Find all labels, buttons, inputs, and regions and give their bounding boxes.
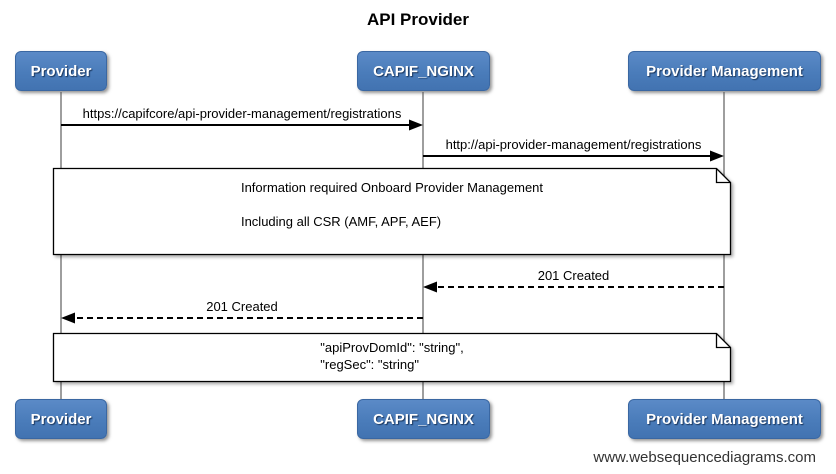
- note-text-block: "apiProvDomId": "string", "regSec": "str…: [320, 339, 463, 373]
- actor-top-capif-nginx: CAPIF_NGINX: [357, 51, 490, 91]
- note-fold-icon: [715, 168, 731, 184]
- note-response-body: "apiProvDomId": "string", "regSec": "str…: [53, 333, 731, 373]
- note-fold-icon: [715, 333, 731, 349]
- actor-top-provider-management: Provider Management: [628, 51, 821, 91]
- diagram-title: API Provider: [366, 10, 470, 29]
- actor-label: Provider: [30, 62, 92, 80]
- actor-top-provider: Provider: [15, 51, 107, 91]
- actor-label: CAPIF_NGINX: [373, 410, 474, 428]
- arrow-201-created-right: [423, 281, 724, 293]
- websequencediagrams-watermark: www.websequencediagrams.com: [593, 449, 816, 466]
- note-onboard-info: Information required Onboard Provider Ma…: [53, 168, 731, 230]
- arrow-registrations-http: [423, 150, 724, 162]
- actor-label: Provider: [30, 410, 92, 428]
- note-shape-onboard-info: [52, 167, 732, 256]
- note-line: "apiProvDomId": "string",: [320, 340, 464, 355]
- actor-label: Provider Management: [646, 62, 803, 80]
- note-line: Information required Onboard Provider Ma…: [240, 180, 544, 195]
- message-arrows: [61, 119, 724, 324]
- message-label-registrations-https: https://capifcore/api-provider-managemen…: [82, 106, 402, 121]
- message-label-201-created-right: 201 Created: [537, 268, 610, 283]
- actor-bottom-provider-management: Provider Management: [628, 399, 821, 439]
- arrow-registrations-https: [61, 119, 423, 131]
- message-label-201-created-left: 201 Created: [206, 299, 278, 314]
- note-text-block: Information required Onboard Provider Ma…: [241, 179, 543, 230]
- note-line: "regSec": "string": [320, 357, 419, 372]
- actor-label: CAPIF_NGINX: [373, 62, 474, 80]
- actor-bottom-capif-nginx: CAPIF_NGINX: [357, 399, 490, 439]
- message-label-registrations-http: http://api-provider-management/registrat…: [445, 137, 702, 152]
- arrow-201-created-left: [61, 312, 423, 324]
- actor-label: Provider Management: [646, 410, 803, 428]
- note-line: [241, 196, 543, 213]
- note-shape-response-body: [52, 332, 732, 383]
- note-line: Including all CSR (AMF, APF, AEF): [240, 214, 442, 229]
- actor-bottom-provider: Provider: [15, 399, 107, 439]
